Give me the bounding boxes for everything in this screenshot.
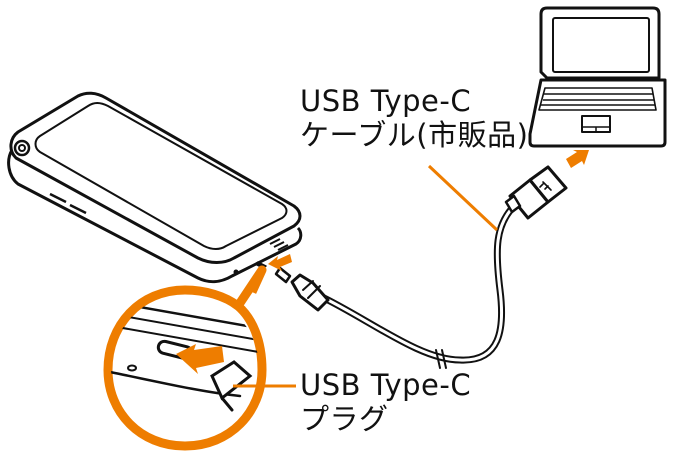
laptop-keyboard	[538, 87, 657, 111]
usb-type-c-cable-icon	[274, 165, 568, 369]
plug-label-line2: プラグ	[300, 402, 389, 436]
cable-label: USB Type-C ケーブル(市販品)	[300, 84, 528, 152]
magnify-callout-icon	[103, 265, 267, 451]
arrow-icon-small	[268, 254, 292, 271]
cable-wire-fill	[318, 203, 517, 362]
arrow-icon	[566, 150, 589, 168]
smartphone-icon	[7, 91, 303, 284]
type-c-connector	[290, 273, 330, 312]
cable-label-line1: USB Type-C	[300, 84, 472, 118]
cable-label-line2: ケーブル(市販品)	[300, 118, 529, 152]
cable-wire-outline	[316, 201, 519, 364]
laptop-screen-frame	[539, 6, 661, 80]
laptop-screen-inner	[552, 17, 650, 73]
cable-leader-line	[427, 164, 499, 232]
plug-label: USB Type-C プラグ	[300, 368, 471, 436]
laptop-base	[528, 78, 667, 148]
laptop-icon	[528, 6, 667, 148]
phone-screen	[34, 102, 288, 250]
plug-label-line1: USB Type-C	[300, 368, 472, 402]
callout-arrow	[176, 344, 224, 374]
usb-type-a-plug-icon	[504, 165, 568, 220]
